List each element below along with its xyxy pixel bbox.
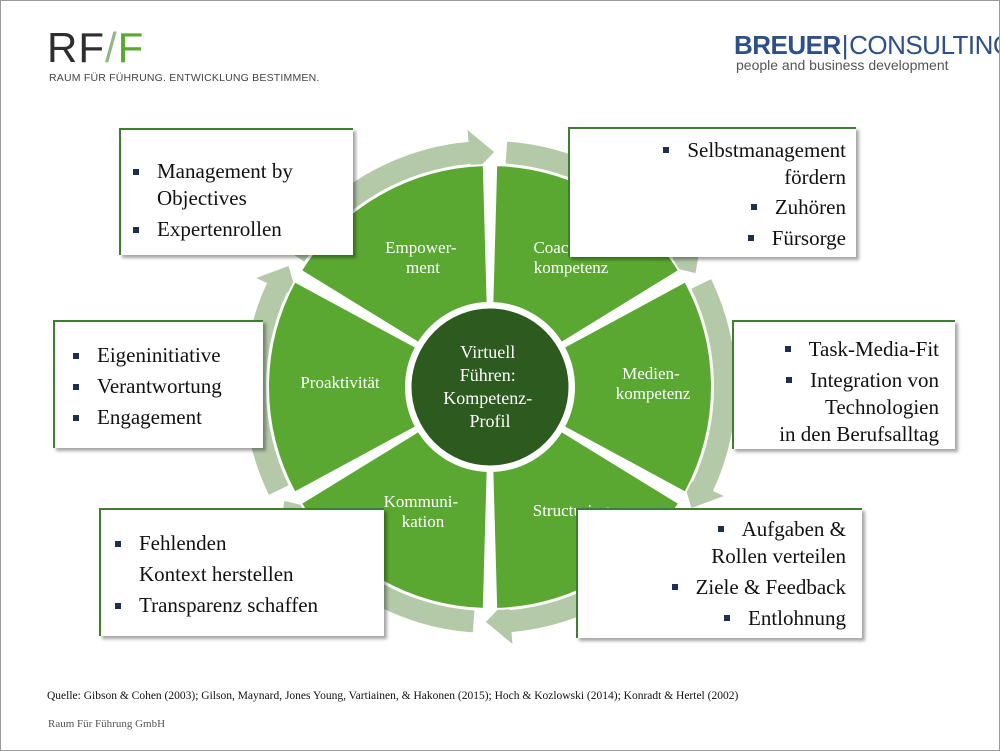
bullet-icon — [784, 346, 791, 353]
breuer-logo-rest: CONSULTING — [849, 30, 1000, 60]
ring-arrow — [286, 129, 495, 262]
box-proaktivitaet: Eigeninitiative Verantwortung Engagement — [53, 320, 263, 448]
list-item: Aufgaben & — [578, 516, 846, 543]
list-item: in den Berufsalltag — [779, 422, 939, 446]
bullet-icon — [663, 147, 670, 154]
ring-arrow — [485, 512, 694, 645]
segment-label-empowerment: Empower- ment — [385, 238, 461, 277]
bullet-icon — [717, 526, 724, 533]
list-item: Task-Media-Fit — [734, 336, 939, 363]
box-medien: Task-Media-Fit Integration von Technolog… — [732, 320, 955, 449]
center-label: Virtuell Führen: Kompetenz- Profil — [443, 342, 536, 431]
list-item: Transparenz schaffen — [111, 592, 384, 619]
bullet-icon — [747, 235, 754, 242]
footer-company: Raum Für Führung GmbH — [48, 718, 166, 730]
segment-label-proaktivitaet: Proaktivität — [300, 373, 380, 392]
bullet-icon — [671, 584, 678, 591]
center-line-4: Profil — [469, 411, 510, 431]
box-empowerment: Management by Objectives Expertenrollen — [119, 128, 353, 255]
list-item: Expertenrollen — [129, 216, 353, 243]
list-item: Kontext herstellen — [139, 562, 294, 586]
list-item: Fürsorge — [570, 225, 846, 252]
ring-arrow — [505, 141, 702, 274]
list-item: fördern — [784, 165, 846, 189]
breuer-subtitle: people and business development — [736, 57, 949, 73]
list-item: Management by — [129, 158, 353, 185]
list-item: Objectives — [157, 186, 247, 210]
center-circle — [408, 305, 572, 469]
ring-arrow — [682, 279, 736, 509]
box-kommunikation: Fehlenden Kontext herstellen Transparenz… — [99, 508, 384, 636]
breuer-logo: BREUER|CONSULTING — [734, 30, 1000, 60]
list-item: Integration von — [734, 367, 939, 394]
bullet-icon — [786, 377, 793, 384]
list-item: Fehlenden — [111, 530, 384, 557]
list-item: Ziele & Feedback — [578, 574, 846, 601]
center-line-1: Virtuell — [460, 342, 515, 362]
list-item: Technologien — [825, 395, 939, 419]
segment-label-kommunikation: Kommuni- kation — [384, 492, 463, 531]
list-item: Zuhören — [570, 194, 846, 221]
rf-logo: RF/F — [47, 24, 145, 71]
bullet-icon — [750, 204, 757, 211]
tagline: RAUM FÜR FÜHRUNG. ENTWICKLUNG BESTIMMEN. — [49, 72, 320, 84]
box-coaching: Selbstmanagement fördern Zuhören Fürsorg… — [568, 127, 856, 257]
list-item: Selbstmanagement — [570, 137, 846, 164]
list-item: Verantwortung — [69, 373, 263, 400]
center-line-2: Führen: — [460, 365, 516, 385]
breuer-logo-bold: BREUER — [734, 30, 841, 60]
box-structuring: Aufgaben & Rollen verteilen Ziele & Feed… — [576, 508, 862, 638]
list-item: Engagement — [69, 404, 263, 431]
source-citation: Quelle: Gibson & Cohen (2003); Gilson, M… — [47, 690, 739, 702]
segment-label-medien: Medien- kompetenz — [616, 364, 691, 403]
segment-medien — [562, 280, 713, 494]
segment-proaktivitaet — [267, 280, 418, 494]
list-item: Rollen verteilen — [711, 544, 846, 568]
center-line-3: Kompetenz- — [443, 388, 532, 408]
bullet-icon — [724, 615, 730, 622]
list-item: Eigeninitiative — [69, 342, 263, 369]
list-item: Entlohnung — [578, 605, 846, 632]
